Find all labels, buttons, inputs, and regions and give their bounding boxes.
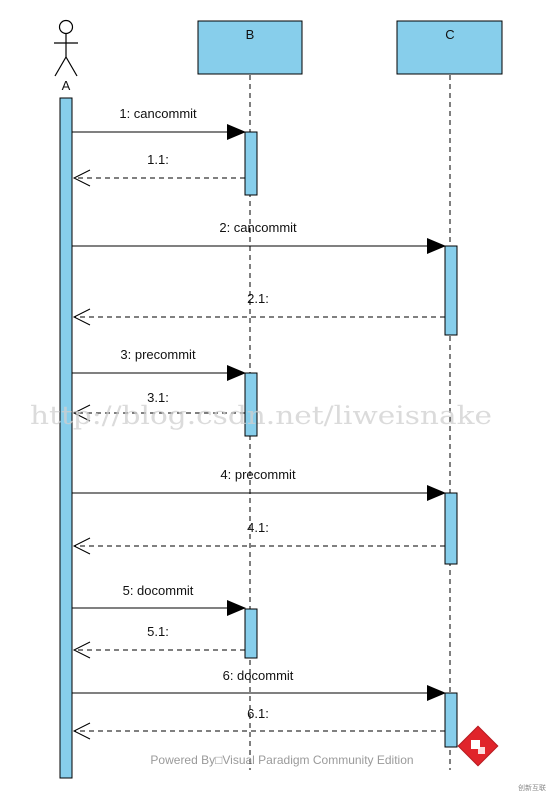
lifeline-c-label: C (445, 27, 454, 42)
message-return[interactable]: 5.1: (72, 624, 245, 659)
lifeline-b-label: B (246, 27, 255, 42)
message-label: 4.1: (247, 520, 269, 535)
message-label: 5.1: (147, 624, 169, 639)
message-return[interactable]: 1.1: (72, 152, 245, 187)
activation-bar-c-3 (444, 692, 458, 748)
message-return[interactable]: 6.1: (72, 706, 445, 740)
visual-paradigm-logo-icon (457, 725, 499, 767)
actor-a-label: A (62, 78, 71, 93)
message-call[interactable]: 3: precommit (72, 347, 246, 381)
message-label: 2.1: (247, 291, 269, 306)
corner-caption: 创新互联 (518, 783, 546, 792)
activation-bar-b-2 (244, 372, 258, 437)
message-label: 5: docommit (123, 583, 194, 598)
message-call[interactable]: 5: docommit (72, 583, 246, 616)
activation-bar-c-2 (444, 492, 458, 565)
message-return[interactable]: 3.1: (72, 390, 245, 422)
message-label: 4: precommit (220, 467, 296, 482)
lifeline-c[interactable]: C (396, 20, 503, 770)
activation-bar-b-1 (244, 131, 258, 196)
message-label: 3.1: (147, 390, 169, 405)
message-label: 1.1: (147, 152, 169, 167)
activation-bar-c-1 (444, 245, 458, 336)
message-call[interactable]: 6: docommit (72, 668, 446, 701)
message-return[interactable]: 2.1: (72, 291, 445, 326)
lifeline-b-box[interactable] (197, 20, 303, 75)
message-call[interactable]: 1: cancommit (72, 106, 246, 140)
message-call[interactable]: 4: precommit (72, 467, 446, 501)
watermark-url: http://blog.csdn.net/liweisnake (30, 401, 492, 430)
lifeline-c-box[interactable] (396, 20, 503, 75)
actor-head-icon (58, 19, 74, 35)
activation-bar-b-3 (244, 608, 258, 659)
message-label: 6: docommit (223, 668, 294, 683)
footer-powered-by: Powered By□Visual Paradigm Community Edi… (150, 753, 413, 767)
message-label: 2: cancommit (219, 220, 297, 235)
message-return[interactable]: 4.1: (72, 520, 445, 555)
messages: 1: cancommit 1.1: 2: cancommit 2.1: 3: p… (72, 106, 446, 740)
message-call[interactable]: 2: cancommit (72, 220, 446, 254)
message-label: 1: cancommit (119, 106, 197, 121)
activation-bar-a (59, 97, 73, 779)
message-label: 6.1: (247, 706, 269, 721)
message-label: 3: precommit (120, 347, 196, 362)
actor-a[interactable]: A (54, 19, 78, 94)
